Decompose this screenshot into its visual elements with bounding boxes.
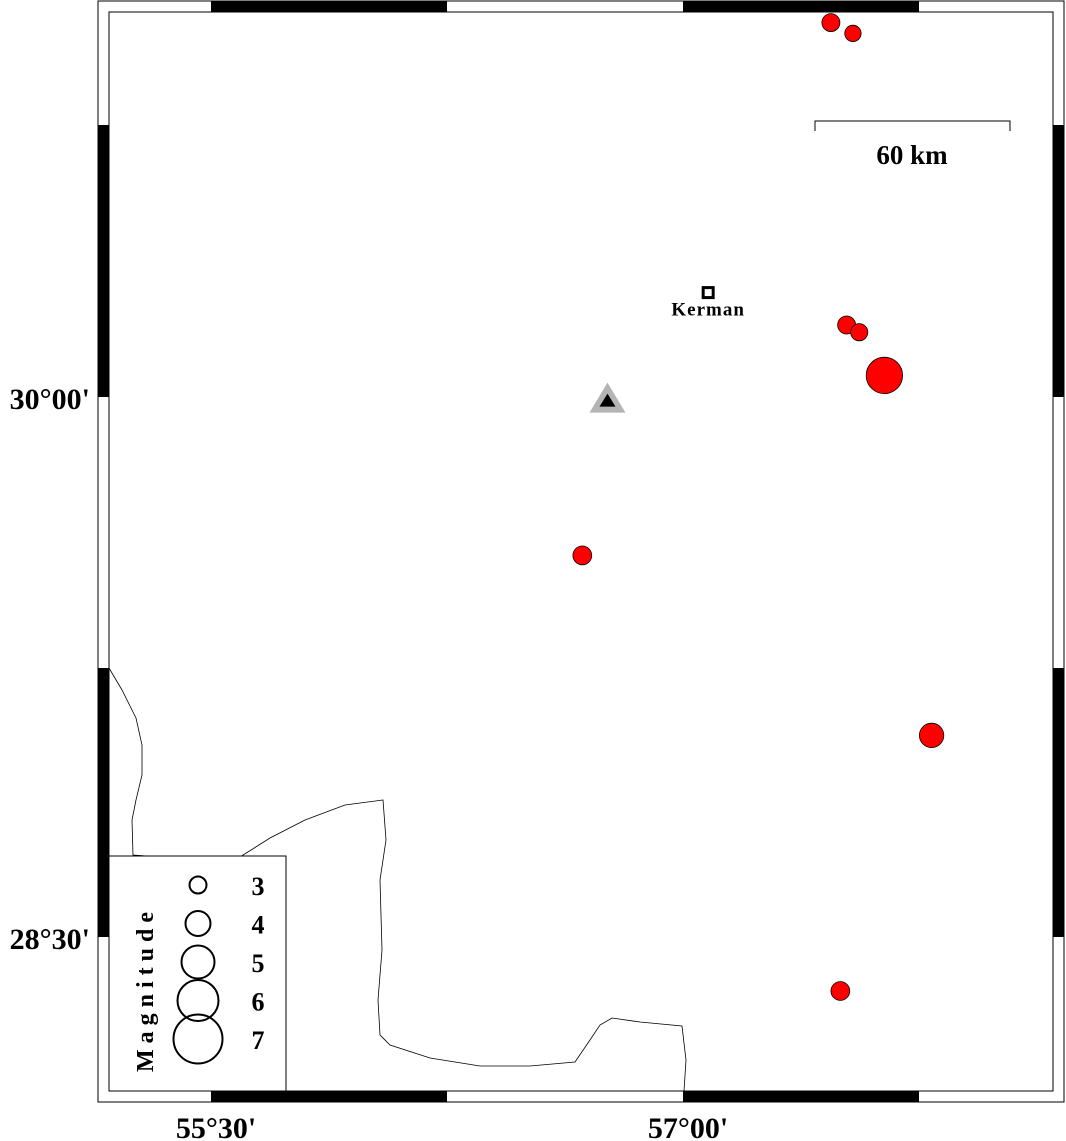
legend-circle [176,979,220,1022]
legend-label: 7 [252,1026,265,1055]
legend-title: Magnitude [133,906,159,1072]
legend-circle [180,944,216,980]
scale-bar: 60 km [814,120,1011,170]
legend-label: 5 [252,949,265,978]
lat-label: 28°30' [10,923,90,956]
earthquake-event[interactable] [572,545,593,566]
city-label: Kerman [671,300,745,321]
legend-label: 6 [252,988,265,1017]
earthquake-event[interactable] [821,13,841,33]
city-marker-icon [701,286,715,300]
earthquake-event[interactable] [830,981,851,1001]
legend-circle [188,875,208,895]
earthquake-event[interactable] [918,722,945,749]
lat-label: 30°00' [10,383,90,416]
legend-label: 4 [252,911,265,940]
scale-bar-label: 60 km [876,140,948,170]
earthquake-event[interactable] [844,24,862,43]
coastline [108,667,687,1092]
magnitude-legend: Magnitude 3 4 5 6 7 [108,855,287,1092]
earthquake-event[interactable] [865,356,903,394]
lon-label: 57°00' [648,1112,728,1141]
earthquake-event[interactable] [850,323,869,342]
lon-label: 55°30' [176,1112,256,1141]
station-inner-triangle-icon [599,393,616,407]
legend-label: 3 [252,872,265,901]
legend-circle [184,910,212,937]
legend-circle [172,1013,224,1065]
map-frame [97,0,1065,1103]
